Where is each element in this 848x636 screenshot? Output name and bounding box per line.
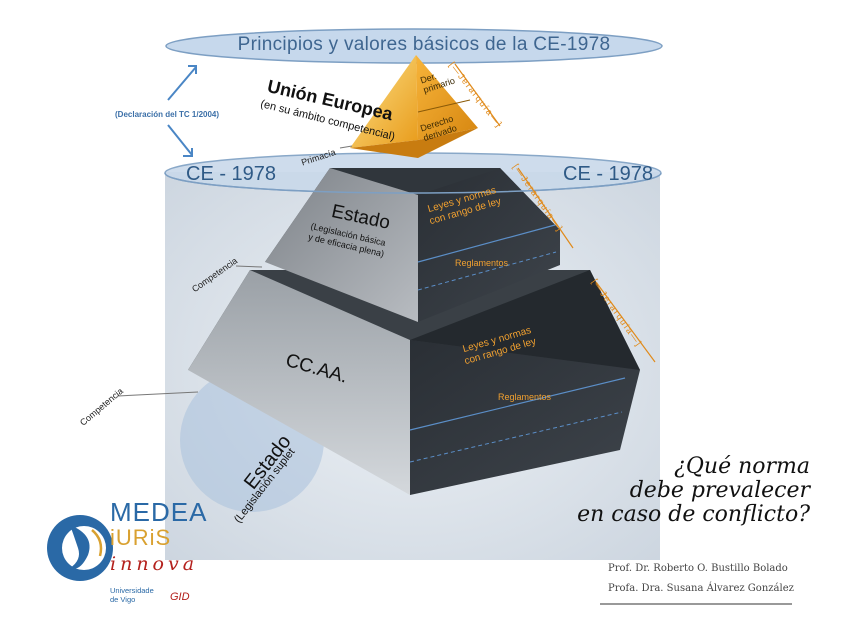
estado-reglamentos-label: Reglamentos (455, 258, 509, 268)
question-text: ¿Qué norma debe prevalecer en caso de co… (577, 454, 810, 527)
ce-label-right: CE - 1978 (563, 163, 654, 185)
principles-title: Principios y valores básicos de la CE-19… (237, 34, 611, 55)
ccaa-reglamentos-label: Reglamentos (498, 392, 552, 402)
declaracion-arrows (167, 65, 197, 157)
pointer-lines (117, 145, 353, 397)
logo-medea: MEDEA (110, 497, 208, 527)
ce-ellipse-front (164, 172, 662, 194)
declaracion-label: (Declaración del TC 1/2004) (115, 110, 220, 119)
logo-universidad: Universidade de Vigo (110, 586, 154, 604)
jerarquia-marks (454, 63, 656, 363)
logo-iuris: iURiS (110, 525, 172, 550)
ce-label-left: CE - 1978 (186, 163, 277, 185)
logo-gid: GID (170, 591, 190, 603)
ue-tier (350, 55, 478, 158)
logo-innova: innova (110, 553, 199, 575)
logo-emblem (47, 515, 113, 581)
author-1: Prof. Dr. Roberto O. Bustillo Bolado (608, 563, 788, 574)
author-2: Profa. Dra. Susana Álvarez González (608, 583, 794, 594)
